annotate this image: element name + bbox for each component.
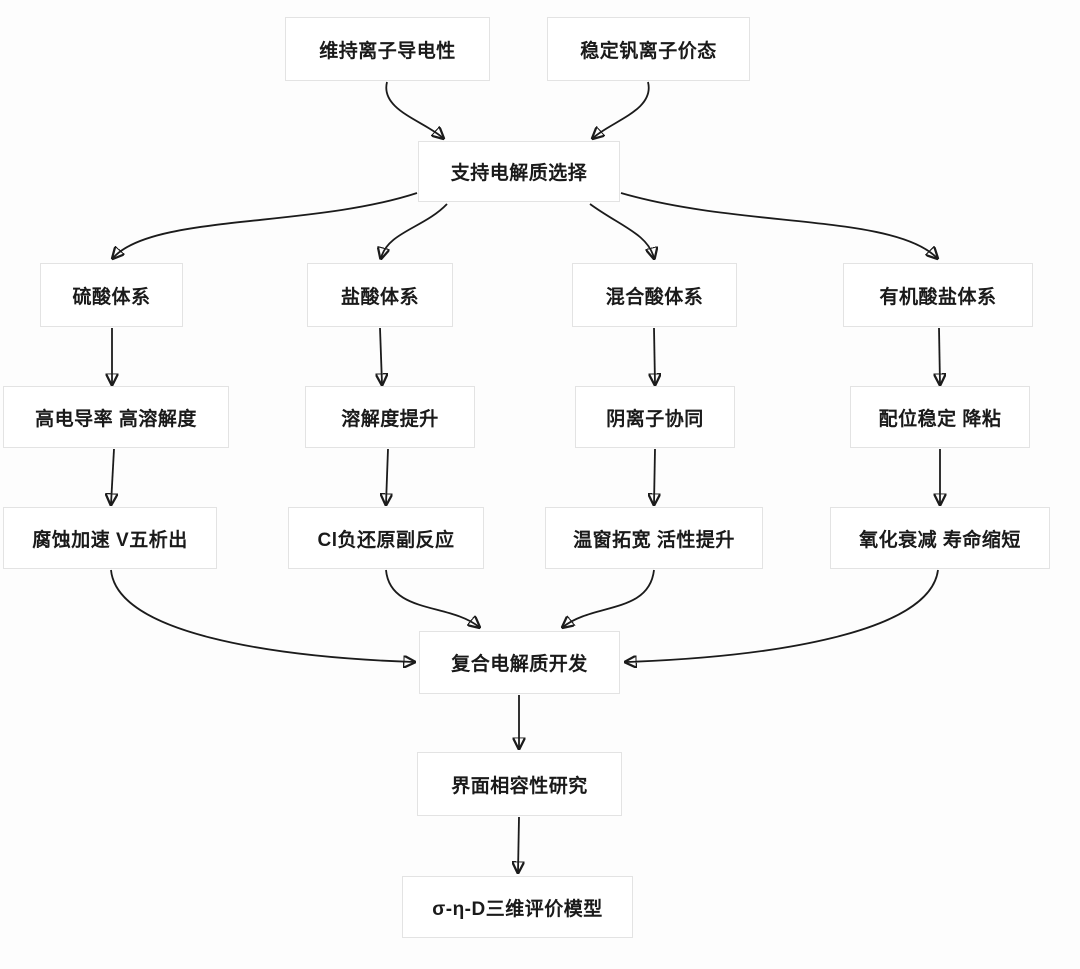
arrow-organic-to-composite <box>626 569 939 662</box>
node-label: 硫酸体系 <box>72 286 151 308</box>
node-sulfuric-acid-system: 硫酸体系 <box>40 263 183 327</box>
arrow-hydrochloric-to-composite <box>385 569 479 627</box>
arrow-stabilize-to-selection <box>593 81 650 138</box>
arrow-feature-to-mixed-outcome <box>654 448 655 504</box>
node-label: 有机酸盐体系 <box>879 286 997 308</box>
node-label: 阴离子协同 <box>606 408 704 430</box>
node-evaluation-model: σ-η-D三维评价模型 <box>402 876 633 938</box>
node-label: 温窗拓宽 活性提升 <box>573 529 735 551</box>
arrow-interface-to-model <box>518 816 519 872</box>
arrow-mixed-to-composite <box>563 569 655 627</box>
arrow-sulfuric-to-composite <box>110 569 414 662</box>
node-organic-drawback: 氧化衰减 寿命缩短 <box>830 507 1050 569</box>
node-organic-feature: 配位稳定 降粘 <box>850 386 1030 448</box>
node-sulfuric-drawback: 腐蚀加速 V五析出 <box>3 507 217 569</box>
arrow-mixed-to-feature <box>654 327 655 384</box>
node-stabilize-vanadium-valence: 稳定钒离子价态 <box>547 17 750 81</box>
node-composite-electrolyte-development: 复合电解质开发 <box>419 631 620 694</box>
node-hydrochloric-feature: 溶解度提升 <box>305 386 475 448</box>
node-label: 复合电解质开发 <box>451 654 588 675</box>
node-label: 氧化衰减 寿命缩短 <box>859 529 1021 551</box>
arrow-selection-to-mixed <box>589 203 654 258</box>
node-mixed-outcome: 温窗拓宽 活性提升 <box>545 507 763 569</box>
arrow-maintain-to-selection <box>385 81 443 138</box>
node-mixed-feature: 阴离子协同 <box>575 386 735 448</box>
node-label: 盐酸体系 <box>340 286 419 308</box>
node-label: 腐蚀加速 V五析出 <box>32 529 188 551</box>
node-label: 混合酸体系 <box>605 286 704 308</box>
arrow-feature-to-hydrochloric-drawback <box>386 448 388 504</box>
node-label: 稳定钒离子价态 <box>580 40 717 62</box>
arrow-feature-to-sulfuric-drawback <box>111 448 114 504</box>
node-hydrochloric-drawback: Cl负还原副反应 <box>288 507 484 569</box>
node-label: 溶解度提升 <box>341 408 439 430</box>
node-label: 高电导率 高溶解度 <box>35 408 197 430</box>
node-sulfuric-feature: 高电导率 高溶解度 <box>3 386 229 448</box>
node-label: 配位稳定 降粘 <box>878 408 1002 430</box>
arrow-selection-to-organic <box>620 192 937 258</box>
node-interface-compatibility-study: 界面相容性研究 <box>417 752 622 816</box>
arrow-selection-to-sulfuric <box>113 192 418 258</box>
node-label: σ-η-D三维评价模型 <box>432 898 603 920</box>
arrow-selection-to-hydrochloric <box>381 203 448 258</box>
node-supporting-electrolyte-selection: 支持电解质选择 <box>418 141 620 202</box>
arrow-organic-to-feature <box>939 327 940 384</box>
node-maintain-ionic-conductivity: 维持离子导电性 <box>285 17 490 81</box>
node-label: 支持电解质选择 <box>450 163 588 184</box>
node-label: 维持离子导电性 <box>319 40 456 62</box>
node-organic-acid-salt-system: 有机酸盐体系 <box>843 263 1033 327</box>
node-mixed-acid-system: 混合酸体系 <box>572 263 737 327</box>
node-hydrochloric-acid-system: 盐酸体系 <box>307 263 453 327</box>
arrow-hydrochloric-to-feature <box>380 327 382 384</box>
node-label: 界面相容性研究 <box>451 775 588 797</box>
node-label: Cl负还原副反应 <box>317 529 455 551</box>
